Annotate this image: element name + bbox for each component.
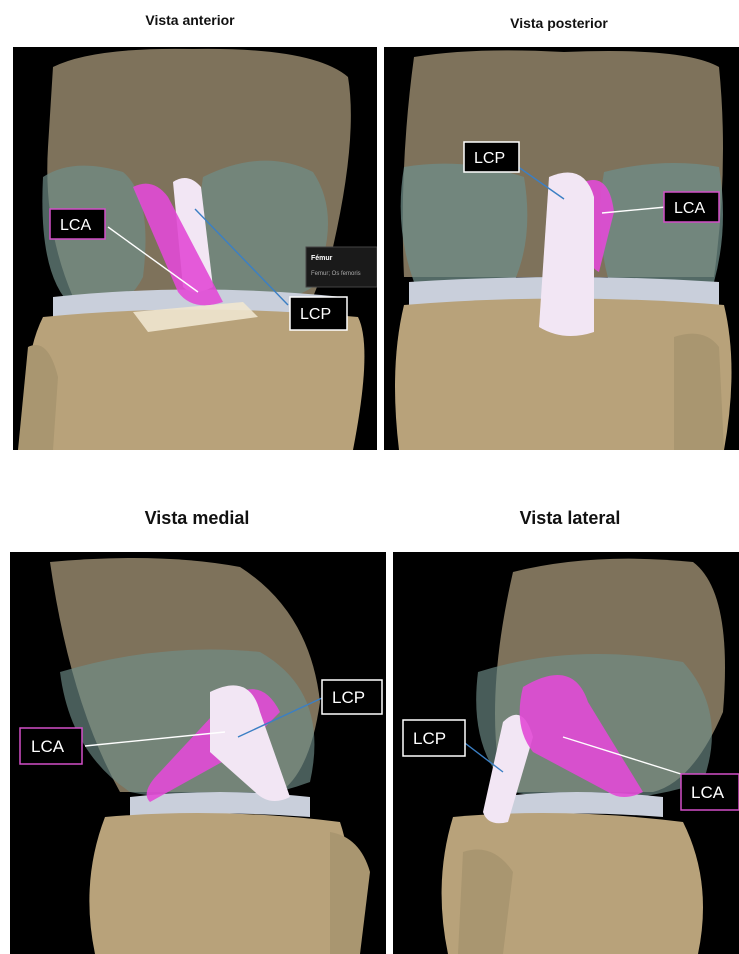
lca-label: LCA <box>60 217 91 234</box>
lcp-label: LCP <box>300 306 331 323</box>
femoral-condyle-left <box>401 164 528 290</box>
knee-anterior-view: Fémur Femur; Os femoris LCA LCP <box>13 47 377 450</box>
tooltip-subtitle: Femur; Os femoris <box>311 271 361 277</box>
fibula-bone <box>18 345 58 450</box>
fibula-bone <box>330 832 370 954</box>
lcp-label: LCP <box>474 150 505 167</box>
panel-title-medial: Vista medial <box>112 508 282 529</box>
fibula-bone <box>674 334 724 450</box>
lca-label: LCA <box>674 200 705 217</box>
tibia-bone <box>89 813 350 954</box>
lca-label: LCA <box>691 783 725 802</box>
panel-title-anterior: Vista anterior <box>115 12 265 28</box>
panel-title-lateral: Vista lateral <box>480 508 660 529</box>
tooltip-title: Fémur <box>311 255 333 262</box>
femur-tooltip: Fémur Femur; Os femoris <box>306 247 377 287</box>
knee-posterior-view: LCP LCA <box>384 47 739 450</box>
femoral-condyle-right <box>600 163 723 290</box>
knee-lateral-view: LCP LCA <box>393 552 739 954</box>
fibula-bone <box>458 850 513 954</box>
lcp-label: LCP <box>413 729 446 748</box>
knee-medial-view: LCP LCA <box>10 552 386 954</box>
lca-label: LCA <box>31 737 65 756</box>
panel-title-posterior: Vista posterior <box>479 15 639 31</box>
lcp-label: LCP <box>332 688 365 707</box>
